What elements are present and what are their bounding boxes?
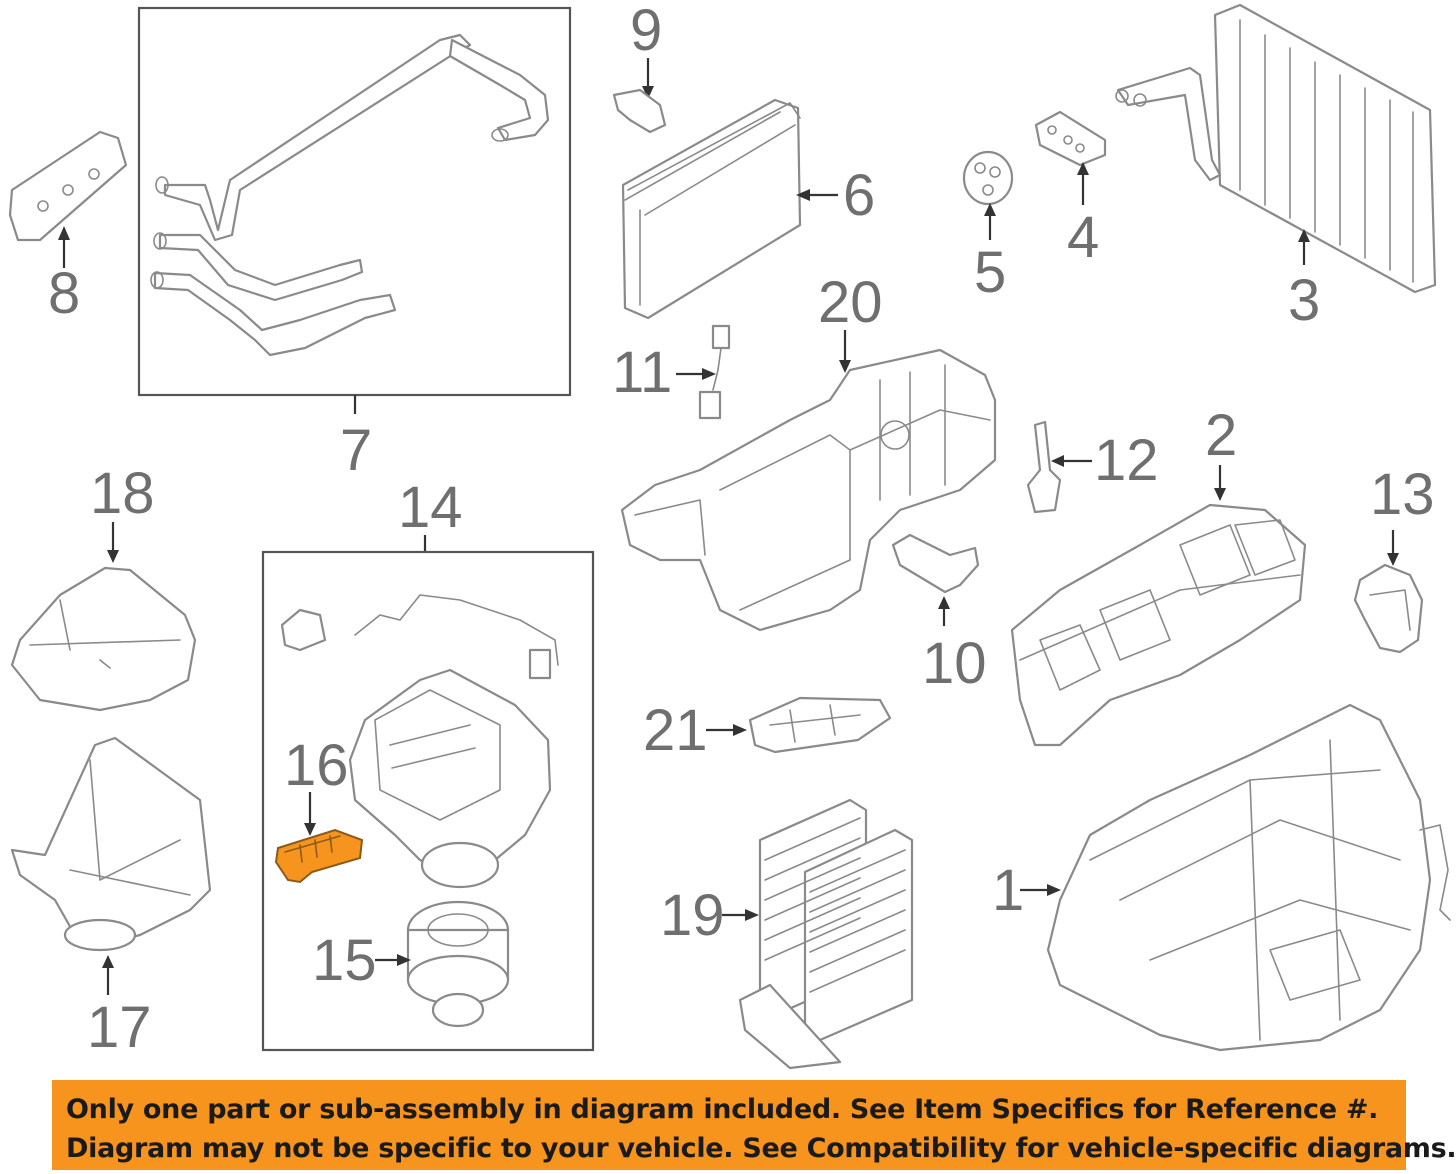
arrowhead-8 bbox=[58, 226, 70, 240]
part-21-flap bbox=[748, 696, 892, 754]
callout-19: 19 bbox=[660, 883, 725, 948]
part-2-distribution-housing bbox=[1010, 503, 1307, 747]
part-1-hvac-case bbox=[1046, 703, 1451, 1052]
part-18-upper-housing bbox=[10, 566, 197, 712]
arrowhead-17 bbox=[102, 955, 114, 968]
arrowhead-11 bbox=[702, 368, 716, 380]
part-10-actuator bbox=[891, 533, 980, 594]
arrowhead-6 bbox=[796, 189, 810, 201]
callout-1: 1 bbox=[992, 858, 1024, 923]
part-11-sensor bbox=[698, 324, 731, 420]
part-9-clip bbox=[612, 88, 667, 134]
part-15-blower-fan bbox=[406, 900, 510, 1028]
arrowhead-18 bbox=[107, 550, 119, 563]
arrowhead-20 bbox=[839, 360, 851, 373]
arrowhead-12 bbox=[1051, 455, 1064, 467]
callout-9: 9 bbox=[630, 0, 662, 63]
callout-16: 16 bbox=[284, 733, 349, 798]
part-12-sensor bbox=[1026, 420, 1062, 514]
callout-20: 20 bbox=[818, 270, 883, 335]
arrowhead-16 bbox=[304, 823, 316, 836]
callout-10: 10 bbox=[922, 631, 987, 696]
part-7-hoses bbox=[150, 33, 550, 357]
part-6-evaporator bbox=[621, 98, 802, 320]
callout-6: 6 bbox=[843, 163, 875, 228]
callout-4: 4 bbox=[1067, 205, 1099, 270]
callout-3: 3 bbox=[1288, 268, 1320, 333]
arrowhead-9 bbox=[642, 86, 654, 99]
callout-17: 17 bbox=[87, 995, 152, 1060]
callout-5: 5 bbox=[974, 240, 1006, 305]
arrowhead-3 bbox=[1298, 229, 1310, 242]
arrowhead-10 bbox=[938, 596, 950, 609]
notice-line-1: Only one part or sub-assembly in diagram… bbox=[66, 1094, 1379, 1125]
callout-13: 13 bbox=[1370, 462, 1435, 527]
part-13-motor bbox=[1353, 563, 1424, 654]
part-16-blower-resistor bbox=[274, 828, 364, 884]
part-20-housing bbox=[620, 348, 997, 632]
part-14-blower-assembly bbox=[280, 594, 559, 889]
arrowhead-21 bbox=[733, 724, 747, 736]
callout-12: 12 bbox=[1094, 428, 1159, 493]
group-box-14 bbox=[261, 550, 595, 1052]
callout-21: 21 bbox=[643, 698, 708, 763]
callout-2: 2 bbox=[1205, 403, 1237, 468]
part-4-expansion-valve bbox=[1034, 110, 1107, 167]
part-17-lower-housing bbox=[10, 736, 212, 952]
arrowhead-4 bbox=[1077, 162, 1089, 175]
arrowhead-13 bbox=[1387, 553, 1399, 566]
callout-15: 15 bbox=[312, 928, 377, 993]
part-3-heater-core bbox=[1115, 3, 1437, 294]
arrowhead-15 bbox=[397, 954, 411, 966]
part-5-grommet bbox=[962, 150, 1014, 206]
part-19-cabin-filters bbox=[738, 798, 914, 1070]
callout-8: 8 bbox=[48, 261, 80, 326]
callout-7: 7 bbox=[340, 418, 372, 483]
arrowhead-1 bbox=[1047, 884, 1061, 896]
arrowhead-2 bbox=[1214, 488, 1226, 501]
notice-banner: Only one part or sub-assembly in diagram… bbox=[52, 1080, 1456, 1170]
callout-14: 14 bbox=[398, 475, 463, 540]
arrowhead-5 bbox=[984, 203, 996, 216]
part-8-seal-pad bbox=[8, 130, 128, 242]
arrowhead-19 bbox=[745, 909, 759, 921]
callout-11: 11 bbox=[612, 340, 672, 405]
callout-18: 18 bbox=[90, 461, 155, 526]
notice-line-2: Diagram may not be specific to your vehi… bbox=[66, 1133, 1456, 1164]
